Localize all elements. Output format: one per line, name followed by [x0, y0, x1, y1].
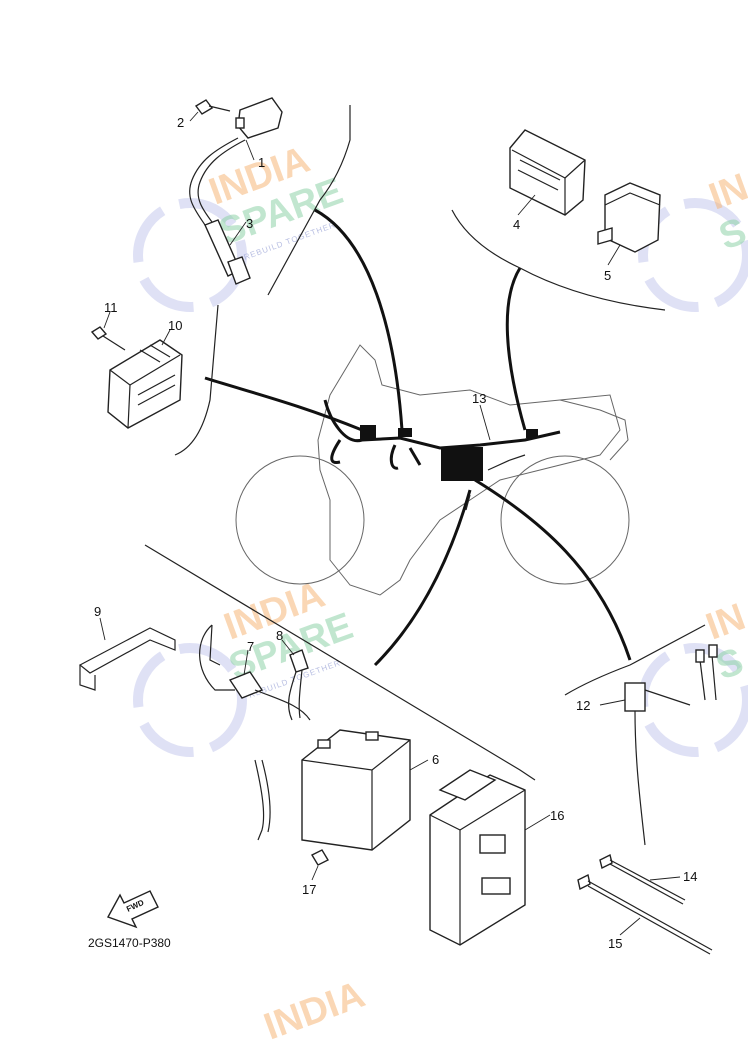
cdi-unit — [509, 129, 586, 216]
svg-text:S: S — [714, 210, 748, 258]
watermark-logo-bottom: INDIA — [259, 974, 371, 1041]
battery — [254, 729, 411, 851]
callout-10: 10 — [168, 318, 182, 333]
callout-3: 3 — [246, 216, 253, 231]
panel-regulator — [174, 304, 219, 456]
ignition-coil — [189, 97, 283, 226]
watermark-logo-right-top: IN S — [638, 166, 748, 312]
motorcycle-silhouette — [235, 344, 630, 596]
callout-13: 13 — [472, 391, 486, 406]
spark-plug-cap — [204, 219, 251, 285]
callout-11: 11 — [104, 300, 118, 315]
watermark-logo-right-middle: IN S — [638, 596, 748, 757]
watermark-logo-middle: INDIA SPARE REBUILD TOGETHER — [133, 574, 358, 757]
callout-12: 12 — [576, 698, 590, 713]
svg-text:IN: IN — [701, 596, 748, 648]
fwd-arrow-icon: FWD — [106, 890, 159, 929]
callout-2: 2 — [177, 115, 184, 130]
callout-labels: 1 2 3 4 5 6 7 8 9 10 11 12 13 14 15 16 1… — [94, 115, 697, 951]
cable-tie-short — [599, 853, 686, 905]
panel-battery — [144, 544, 536, 781]
callout-6: 6 — [432, 752, 439, 767]
callout-17: 17 — [302, 882, 316, 897]
neutral-switch — [624, 644, 718, 846]
panel-cdi — [451, 209, 666, 311]
callout-16: 16 — [550, 808, 564, 823]
coil-bolt — [194, 99, 231, 115]
regulator-bolt — [90, 326, 126, 351]
callout-4: 4 — [513, 217, 520, 232]
wire-harness — [323, 399, 561, 511]
svg-text:IN: IN — [704, 166, 748, 218]
callout-9: 9 — [94, 604, 101, 619]
connection-lines — [204, 208, 632, 667]
battery-band — [78, 627, 176, 691]
cable-tie-long — [577, 873, 713, 955]
harness-connector-c — [526, 429, 538, 438]
callout-8: 8 — [276, 628, 283, 643]
battery-box — [429, 769, 526, 946]
callout-7: 7 — [247, 639, 254, 654]
leader-lines — [99, 111, 681, 936]
callout-1: 1 — [258, 155, 265, 170]
starter-relay-wiring — [199, 624, 311, 721]
watermark-logo-top: INDIA SPARE REBUILD TOGETHER — [133, 139, 348, 312]
panel-ignition — [267, 105, 351, 296]
callout-14: 14 — [683, 869, 697, 884]
fuse-holder — [288, 649, 309, 721]
cdi-rubber-mount — [597, 182, 661, 253]
panel-switch — [564, 624, 706, 696]
diagram-code: 2GS1470-P380 — [88, 936, 171, 950]
harness-connector-b — [398, 428, 412, 437]
battery-box-bolt — [311, 849, 329, 866]
harness-junction-box — [441, 447, 483, 481]
callout-5: 5 — [604, 268, 611, 283]
harness-connector-a — [360, 425, 376, 439]
svg-text:INDIA: INDIA — [259, 974, 371, 1041]
callout-15: 15 — [608, 936, 622, 951]
rectifier-regulator — [107, 339, 183, 429]
